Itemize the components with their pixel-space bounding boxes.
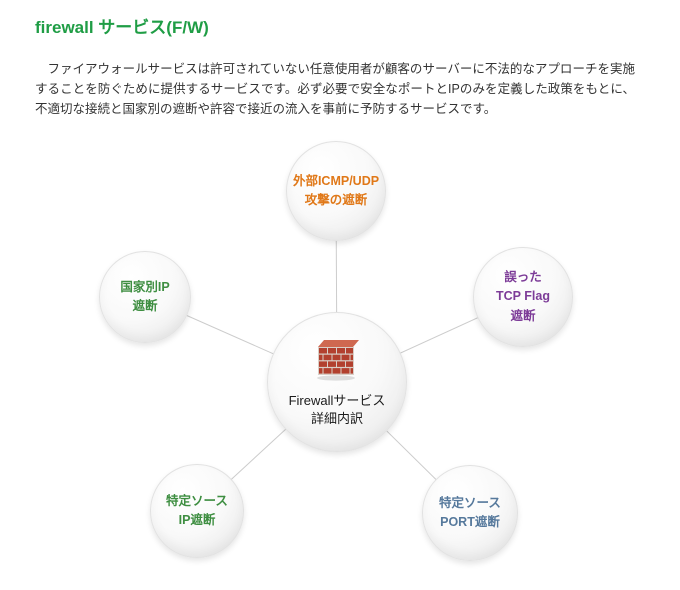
node-label-line: 外部ICMP/UDP xyxy=(292,173,380,188)
page-title: firewall サービス(F/W) xyxy=(35,18,209,37)
center-label-line: Firewallサービス xyxy=(288,392,386,408)
node-label-line: PORT遮断 xyxy=(440,515,500,529)
node-label-line: 特定ソース xyxy=(166,493,228,508)
node-label-line: TCP Flag xyxy=(496,289,550,304)
center-label-line: 詳細内訳 xyxy=(310,411,363,427)
node-label-line: 攻撃の遮断 xyxy=(304,193,368,207)
node-country-ip: 国家別IP 遮断 xyxy=(99,251,191,343)
node-label-line: 国家別IP xyxy=(120,279,170,294)
node-label-line: IP遮断 xyxy=(178,513,216,527)
node-external-icmp-udp: 外部ICMP/UDP 攻撃の遮断 xyxy=(286,141,386,241)
brick-wall-icon xyxy=(313,335,361,387)
node-source-port: 特定ソース PORT遮断 xyxy=(422,465,518,561)
node-label-line: 遮断 xyxy=(510,308,536,323)
node-source-ip: 特定ソース IP遮断 xyxy=(150,464,244,558)
node-label-line: 遮断 xyxy=(132,299,158,313)
intro-text: ファイアウォールサービスは許可されていない任意使用者が顧客のサーバーに不法的なア… xyxy=(35,62,635,116)
node-tcp-flag: 誤った TCP Flag 遮断 xyxy=(473,247,573,347)
node-firewall-service-center: Firewallサービス 詳細内訳 xyxy=(267,312,407,452)
node-label-line: 特定ソース xyxy=(439,495,501,510)
node-label-line: 誤った xyxy=(504,269,542,284)
